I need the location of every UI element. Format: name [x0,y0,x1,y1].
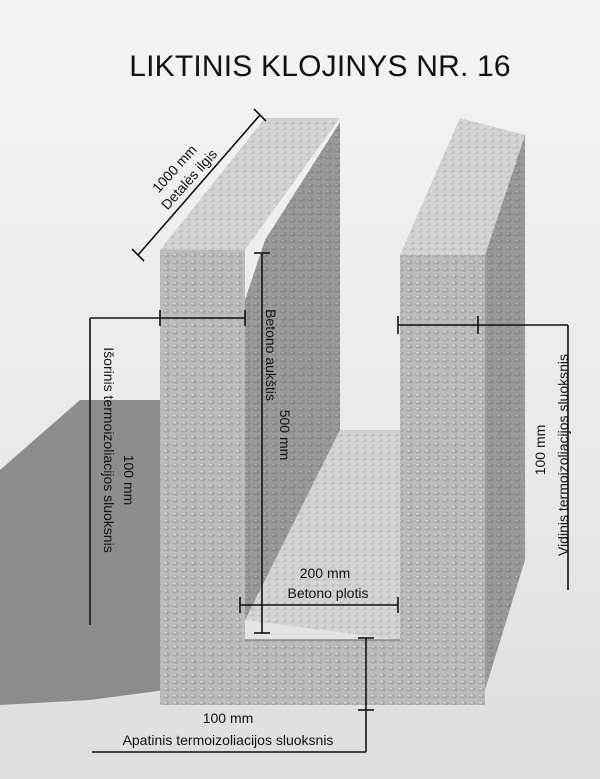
concrete-width-value: 200 mm [300,565,351,581]
base-front-face [160,640,485,705]
inner-insulation-value: 100 mm [532,425,548,476]
right-wall-front-face [400,255,485,645]
left-wall-top-face [160,118,340,250]
bottom-insulation-value: 100 mm [203,710,254,726]
concrete-height-label: Betono aukštis [263,309,279,401]
left-wall-inner-face [245,122,340,620]
outer-insulation-value: 100 mm [121,455,137,506]
dimension-lines [89,108,569,753]
left-wall-front-face [160,250,245,690]
page-title: LIKTINIS KLOJINYS NR. 16 [129,50,511,83]
bottom-insulation-label: Apatinis termoizoliacijos sluoksnis [123,732,334,748]
floor-shadow [0,400,165,705]
right-wall-top-face [400,118,525,255]
concrete-height-value: 500 mm [277,410,293,461]
right-wall-side-face [485,135,525,690]
concrete-width-label: Betono plotis [288,585,369,601]
inner-insulation-label: Vidinis termoizoliacijos sluoksnis [555,354,571,556]
channel-floor [245,430,400,640]
outer-insulation-label: Išorinis termoizoliacijos sluoksnis [101,347,117,552]
